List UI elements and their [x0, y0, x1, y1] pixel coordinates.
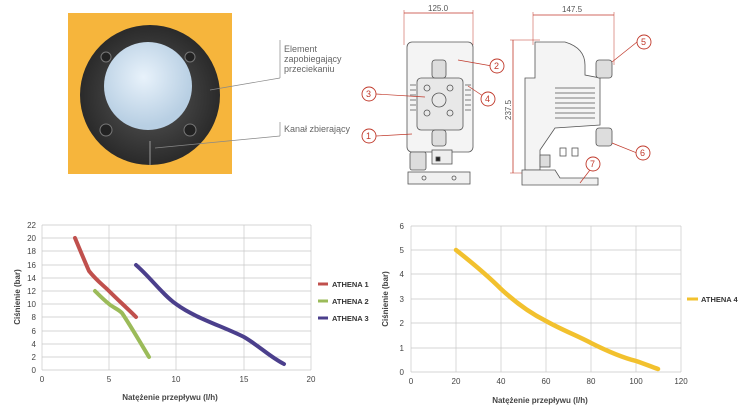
pump-side-view	[510, 12, 615, 186]
series-athena-1	[73, 236, 138, 319]
front-width-dimension: 125.0	[428, 4, 449, 13]
svg-text:8: 8	[32, 313, 37, 322]
svg-text:0: 0	[40, 375, 45, 384]
svg-text:20: 20	[307, 375, 316, 384]
svg-text:10: 10	[27, 300, 36, 309]
chart2-xlabel: Natężenie przepływu (l/h)	[492, 396, 588, 405]
chart1-legend: ATHENA 1 ATHENA 2 ATHENA 3	[318, 280, 369, 323]
chart2-legend: ATHENA 4	[687, 295, 738, 304]
svg-text:5: 5	[400, 246, 405, 255]
svg-text:3: 3	[400, 295, 405, 304]
marker-4: 4	[467, 85, 496, 107]
svg-text:5: 5	[107, 375, 112, 384]
svg-text:20: 20	[27, 234, 36, 243]
svg-text:1: 1	[366, 131, 371, 141]
chart2-xticks: 0 20 40 60 80 100 120	[409, 377, 688, 386]
svg-text:100: 100	[629, 377, 643, 386]
svg-text:1: 1	[400, 344, 405, 353]
series-athena-4	[453, 247, 661, 372]
svg-text:15: 15	[240, 375, 249, 384]
svg-text:80: 80	[587, 377, 596, 386]
svg-text:12: 12	[27, 287, 36, 296]
callout-line: Element	[284, 44, 318, 54]
svg-text:0: 0	[32, 366, 37, 375]
svg-text:60: 60	[542, 377, 551, 386]
chart1-yticks: 22 20 18 16 14 12 10 8 6 4 2 0	[27, 221, 36, 375]
legend-athena-4: ATHENA 4	[701, 295, 738, 304]
callout-line: Kanał zbierający	[284, 124, 351, 134]
series-athena-2	[93, 289, 151, 359]
svg-text:4: 4	[400, 270, 405, 279]
marker-3: 3	[361, 86, 426, 102]
height-dimension: 237.5	[504, 99, 513, 120]
series-athena-3	[134, 263, 286, 366]
chart1-grid	[41, 224, 312, 371]
svg-text:0: 0	[409, 377, 414, 386]
svg-text:6: 6	[400, 222, 405, 231]
svg-text:22: 22	[27, 221, 36, 230]
svg-text:18: 18	[27, 247, 36, 256]
svg-text:10: 10	[172, 375, 181, 384]
chart1-ylabel: Ciśnienie (bar)	[13, 269, 22, 325]
svg-text:2: 2	[494, 61, 499, 71]
callout-leak-element: Element zapobiegający przeciekaniu	[284, 44, 342, 74]
chart1-xticks: 0 5 10 15 20	[40, 375, 316, 384]
marker-1: 1	[361, 128, 413, 144]
side-width-dimension: 147.5	[562, 5, 583, 14]
callout-line: przeciekaniu	[284, 64, 335, 74]
svg-text:5: 5	[641, 37, 646, 47]
marker-7: 7	[579, 156, 601, 184]
svg-text:16: 16	[27, 261, 36, 270]
svg-text:4: 4	[485, 94, 490, 104]
svg-text:20: 20	[452, 377, 461, 386]
svg-text:0: 0	[400, 368, 405, 377]
svg-text:40: 40	[497, 377, 506, 386]
svg-text:2: 2	[32, 353, 37, 362]
svg-text:2: 2	[400, 319, 405, 328]
svg-text:3: 3	[366, 89, 371, 99]
svg-text:14: 14	[27, 274, 36, 283]
svg-text:6: 6	[640, 148, 645, 158]
chart2-yticks: 6 5 4 3 2 1 0	[400, 222, 405, 377]
chart2-ylabel: Ciśnienie (bar)	[381, 271, 390, 327]
photo-illustration	[68, 13, 232, 174]
pump-front-view	[403, 10, 474, 185]
marker-2: 2	[457, 58, 505, 74]
legend-athena-2: ATHENA 2	[332, 297, 369, 306]
svg-text:4: 4	[32, 340, 37, 349]
svg-text:120: 120	[674, 377, 688, 386]
leak-prevention-photo	[68, 13, 232, 174]
marker-5: 5	[611, 34, 652, 63]
callout-collecting-channel: Kanał zbierający	[284, 124, 350, 134]
legend-athena-1: ATHENA 1	[332, 280, 369, 289]
legend-athena-3: ATHENA 3	[332, 314, 369, 323]
callout-line: zapobiegający	[284, 54, 342, 64]
chart2-grid	[410, 225, 682, 373]
marker-6: 6	[611, 142, 651, 161]
svg-text:7: 7	[590, 159, 595, 169]
svg-text:6: 6	[32, 327, 37, 336]
chart1-xlabel: Natężenie przepływu (l/h)	[122, 393, 218, 402]
